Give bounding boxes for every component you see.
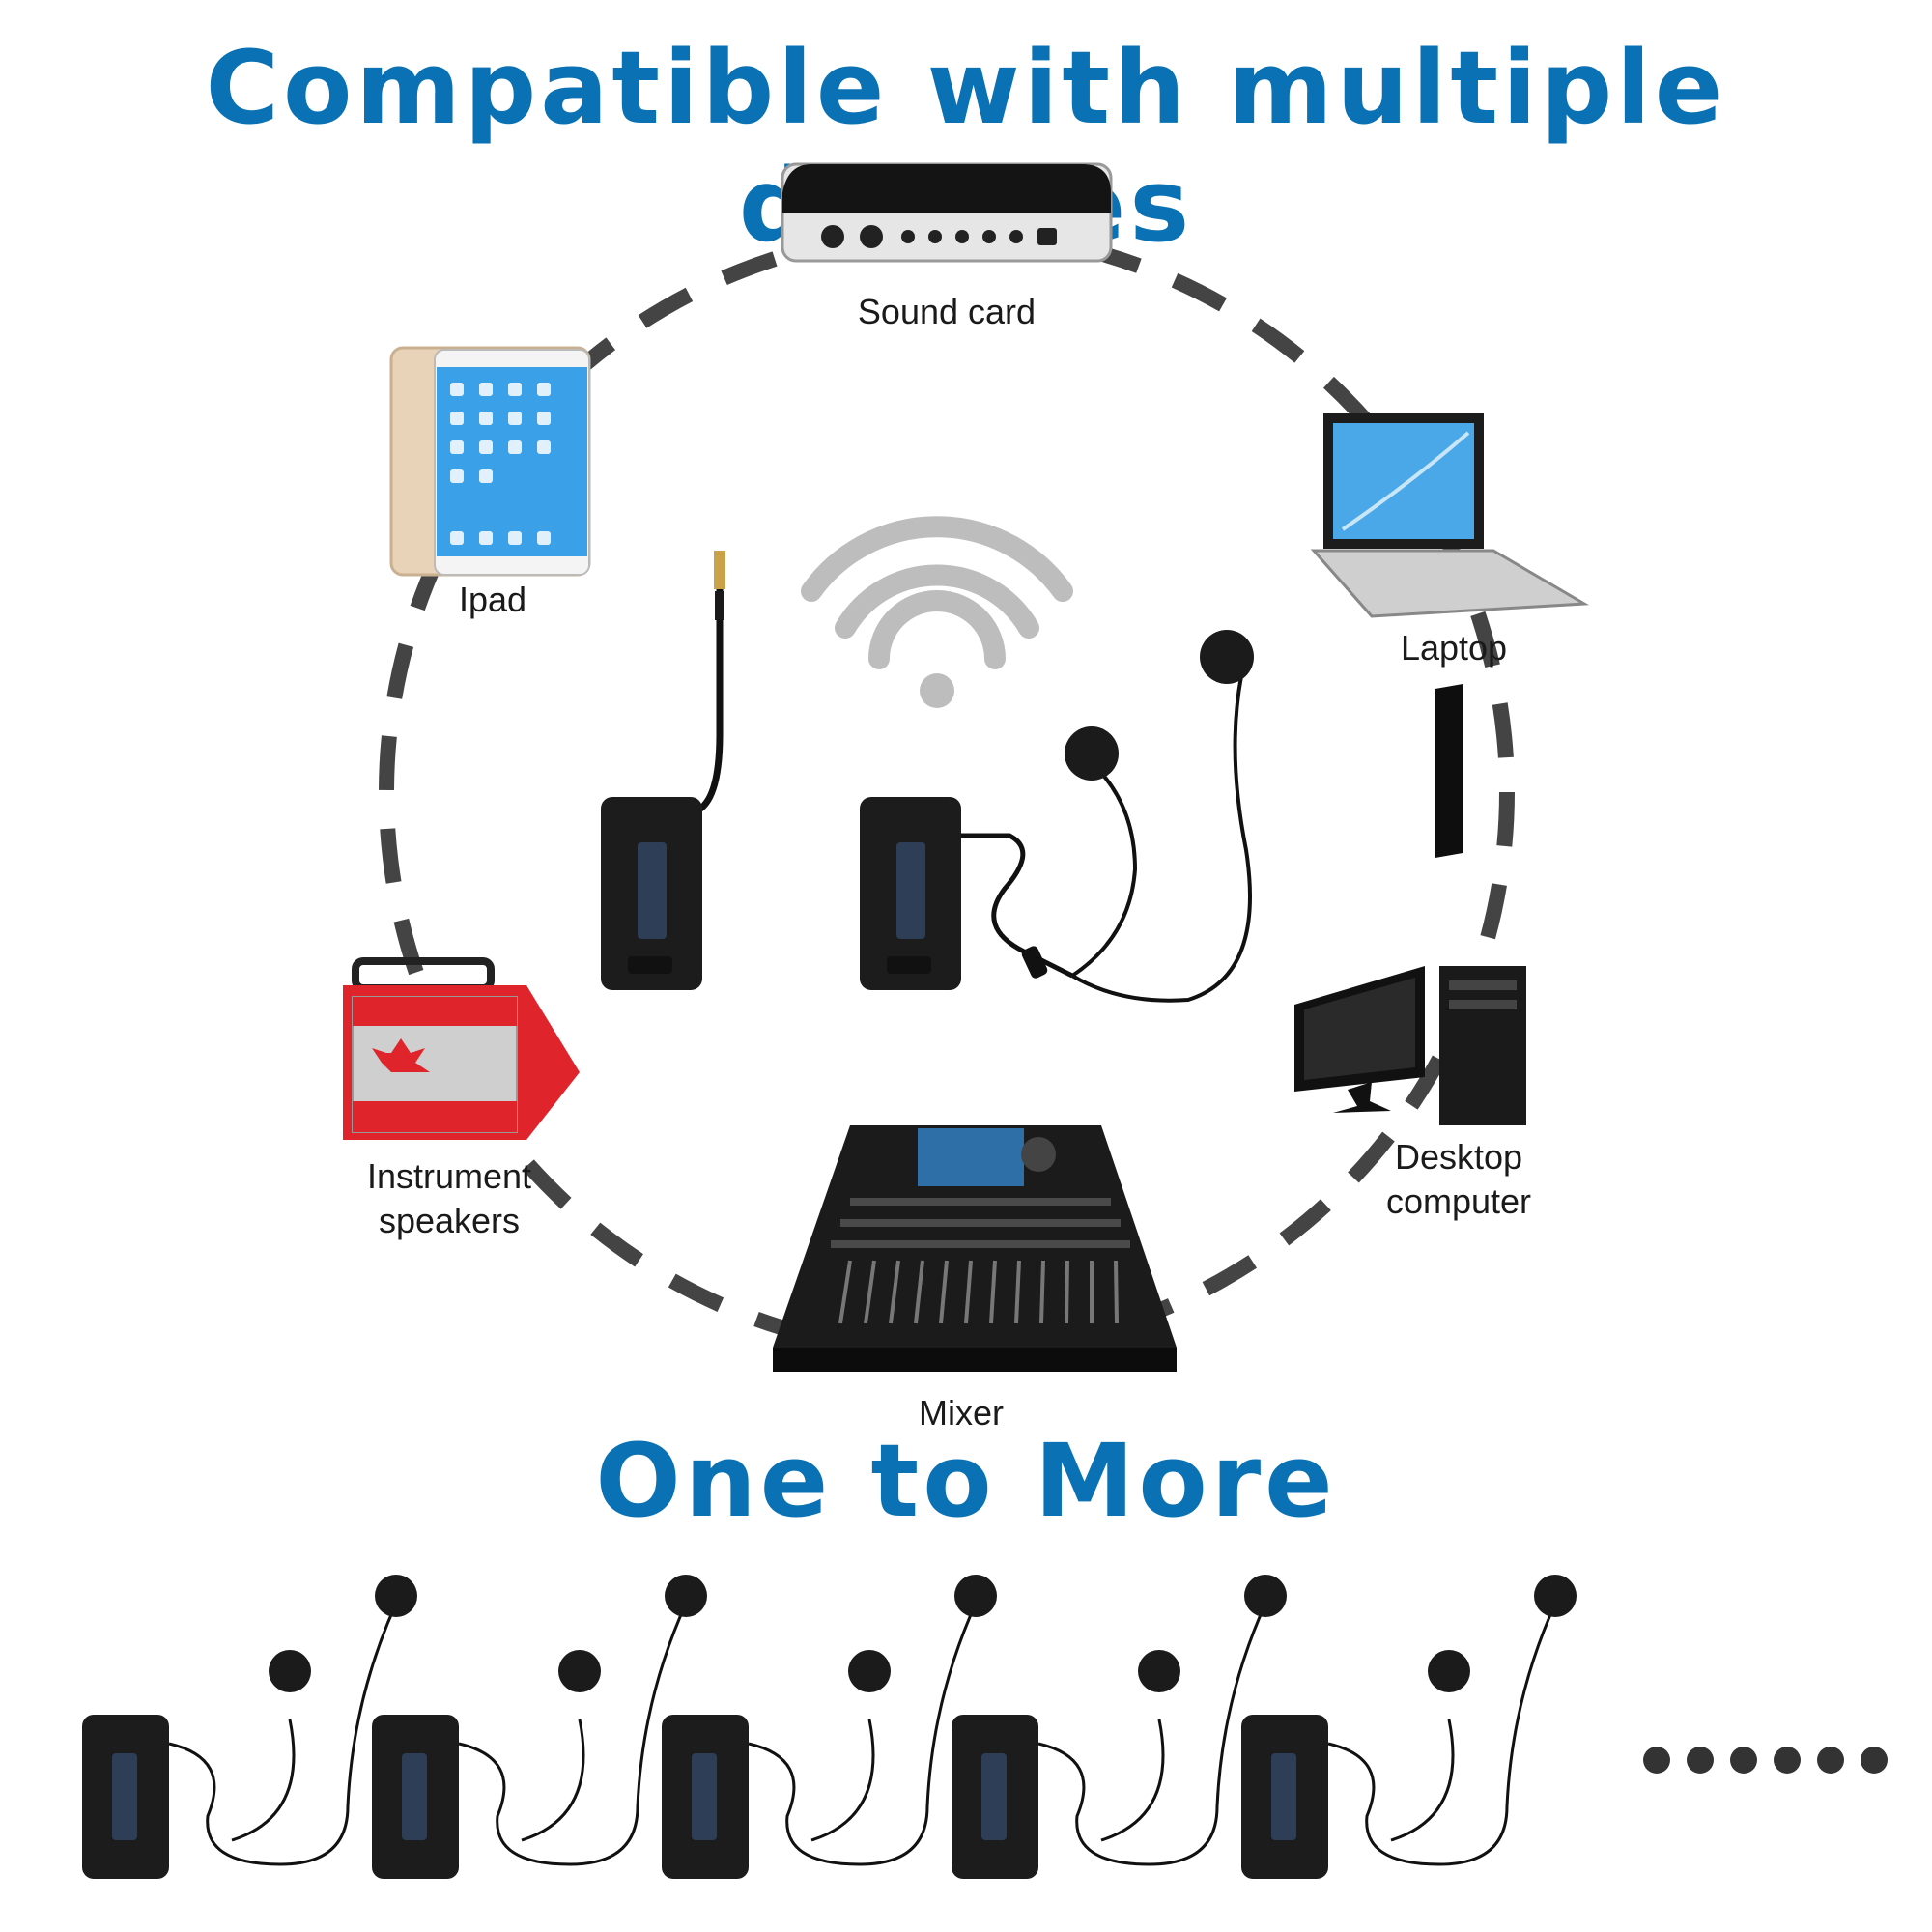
transmitter-unit-icon	[601, 551, 725, 990]
tablet-icon	[389, 346, 591, 577]
device-label-laptop: Laptop	[1400, 628, 1508, 668]
continuation-dots	[1643, 1747, 1888, 1774]
receiver-unit-icon	[372, 1715, 459, 1879]
device-label-sound-card: Sound card	[857, 292, 1037, 331]
mixer-console-icon	[773, 1125, 1177, 1372]
earphone-icon	[269, 1575, 1577, 1692]
receiver-unit-icon	[860, 675, 1252, 1003]
section-title: One to More	[595, 1422, 1337, 1540]
earphone-icon	[1065, 630, 1254, 781]
receiver-row	[82, 1575, 1577, 1879]
device-label-mixer: Mixer	[919, 1393, 1004, 1433]
desktop-computer-icon	[1294, 683, 1526, 1125]
receiver-unit-icon	[1241, 1715, 1328, 1879]
wireless-signal-icon	[801, 516, 1073, 708]
receiver-unit-icon	[662, 1715, 749, 1879]
sound-card-icon	[781, 162, 1113, 263]
device-label-ipad: Ipad	[458, 580, 527, 619]
laptop-icon	[1310, 413, 1590, 618]
device-label-desktop-computer: Desktop computer	[1385, 1137, 1532, 1221]
receiver-unit-icon	[952, 1715, 1038, 1879]
receiver-unit-icon	[82, 1715, 169, 1879]
device-label-instrument-speakers: Instrument speakers	[366, 1156, 532, 1240]
speaker-amp-icon	[343, 957, 580, 1140]
